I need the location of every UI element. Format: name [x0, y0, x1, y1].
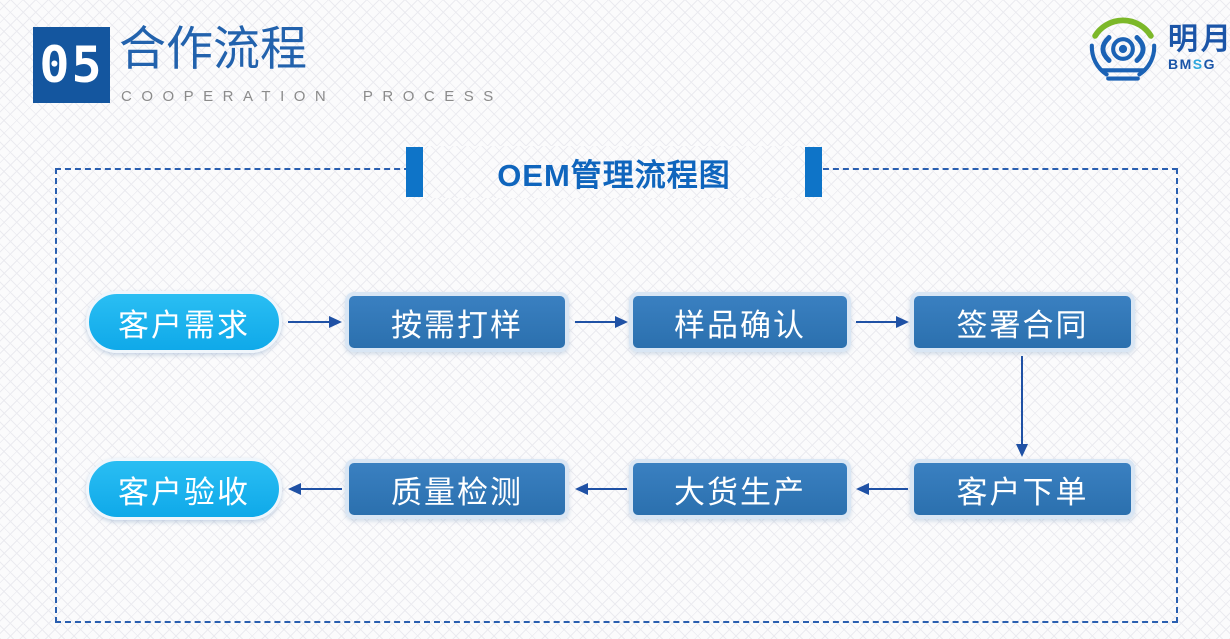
title-right-bar: [805, 147, 822, 197]
flow-node-sample-on-demand: 按需打样: [345, 292, 569, 352]
diagram-title: OEM管理流程图: [497, 157, 731, 193]
flow-node-customer-demand: 客户需求: [86, 291, 282, 353]
logo-text: 明月 BMSG: [1168, 25, 1230, 72]
flow-arrow-left-1: [856, 483, 908, 495]
moon-eye-logo-icon: [1089, 17, 1157, 81]
flow-diagram-frame: [55, 168, 1178, 623]
flow-node-bulk-production: 大货生产: [629, 459, 851, 519]
flow-node-customer-order: 客户下单: [910, 459, 1135, 519]
section-title: 合作流程: [119, 22, 307, 77]
logo-abbr-s: S: [1192, 56, 1204, 73]
title-left-bar: [406, 147, 423, 197]
flow-node-quality-check: 质量检测: [345, 459, 569, 519]
flow-node-customer-accept: 客户验收: [86, 458, 282, 520]
flow-arrow-left-2: [575, 483, 627, 495]
diagram-title-group: OEM管理流程图: [406, 146, 822, 198]
section-number-badge: 05: [33, 27, 110, 103]
flow-arrow-right-3: [856, 316, 909, 328]
company-logo: 明月 BMSG: [1082, 8, 1230, 90]
flow-node-sign-contract: 签署合同: [910, 292, 1135, 352]
flow-arrow-down: [1016, 356, 1028, 457]
flow-arrow-right-1: [288, 316, 342, 328]
logo-abbr-g: G: [1203, 56, 1217, 73]
logo-company-name: 明月: [1168, 23, 1230, 57]
flow-arrow-right-2: [575, 316, 628, 328]
logo-company-abbr: BMSG: [1168, 57, 1216, 72]
section-subtitle: COOPERATION PROCESS: [121, 88, 503, 105]
section-number: 05: [39, 36, 104, 94]
flow-node-sample-confirm: 样品确认: [629, 292, 851, 352]
logo-abbr-bm: BM: [1168, 56, 1193, 73]
flow-arrow-left-3: [288, 483, 342, 495]
